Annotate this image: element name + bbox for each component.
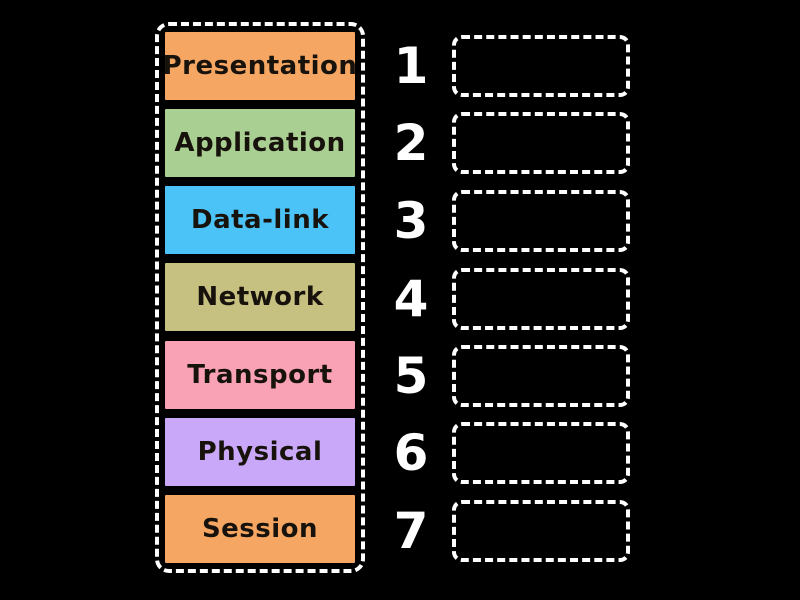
tile-presentation[interactable]: Presentation: [163, 30, 357, 102]
rank-row: 7: [390, 500, 630, 562]
drop-slot-4[interactable]: [452, 268, 630, 330]
rank-number-3: 3: [393, 192, 429, 250]
drop-slot-3[interactable]: [452, 190, 630, 252]
tile-physical[interactable]: Physical: [163, 415, 357, 488]
drop-slot-6[interactable]: [452, 422, 630, 484]
rank-row: 1: [390, 35, 630, 97]
rank-row: 6: [390, 422, 630, 484]
drop-slot-7[interactable]: [452, 500, 630, 562]
tile-session[interactable]: Session: [163, 492, 357, 565]
rank-row: 2: [390, 112, 630, 174]
rank-row: 3: [390, 190, 630, 252]
tile-application[interactable]: Application: [163, 107, 357, 180]
rank-row: 4: [390, 268, 630, 330]
tile-network[interactable]: Network: [163, 261, 357, 334]
rank-number-1: 1: [393, 37, 429, 95]
rank-number-6: 6: [393, 424, 429, 482]
rank-number-4: 4: [393, 270, 429, 328]
tile-transport[interactable]: Transport: [163, 338, 357, 411]
drop-slot-2[interactable]: [452, 112, 630, 174]
rank-number-2: 2: [393, 114, 429, 172]
drop-slot-1[interactable]: [452, 35, 630, 97]
rank-row: 5: [390, 345, 630, 407]
rank-number-5: 5: [393, 347, 429, 405]
tile-data-link[interactable]: Data-link: [163, 184, 357, 257]
source-tiles-panel[interactable]: Presentation Application Data-link Netwo…: [155, 22, 365, 573]
rank-number-7: 7: [393, 502, 429, 560]
drop-slot-5[interactable]: [452, 345, 630, 407]
